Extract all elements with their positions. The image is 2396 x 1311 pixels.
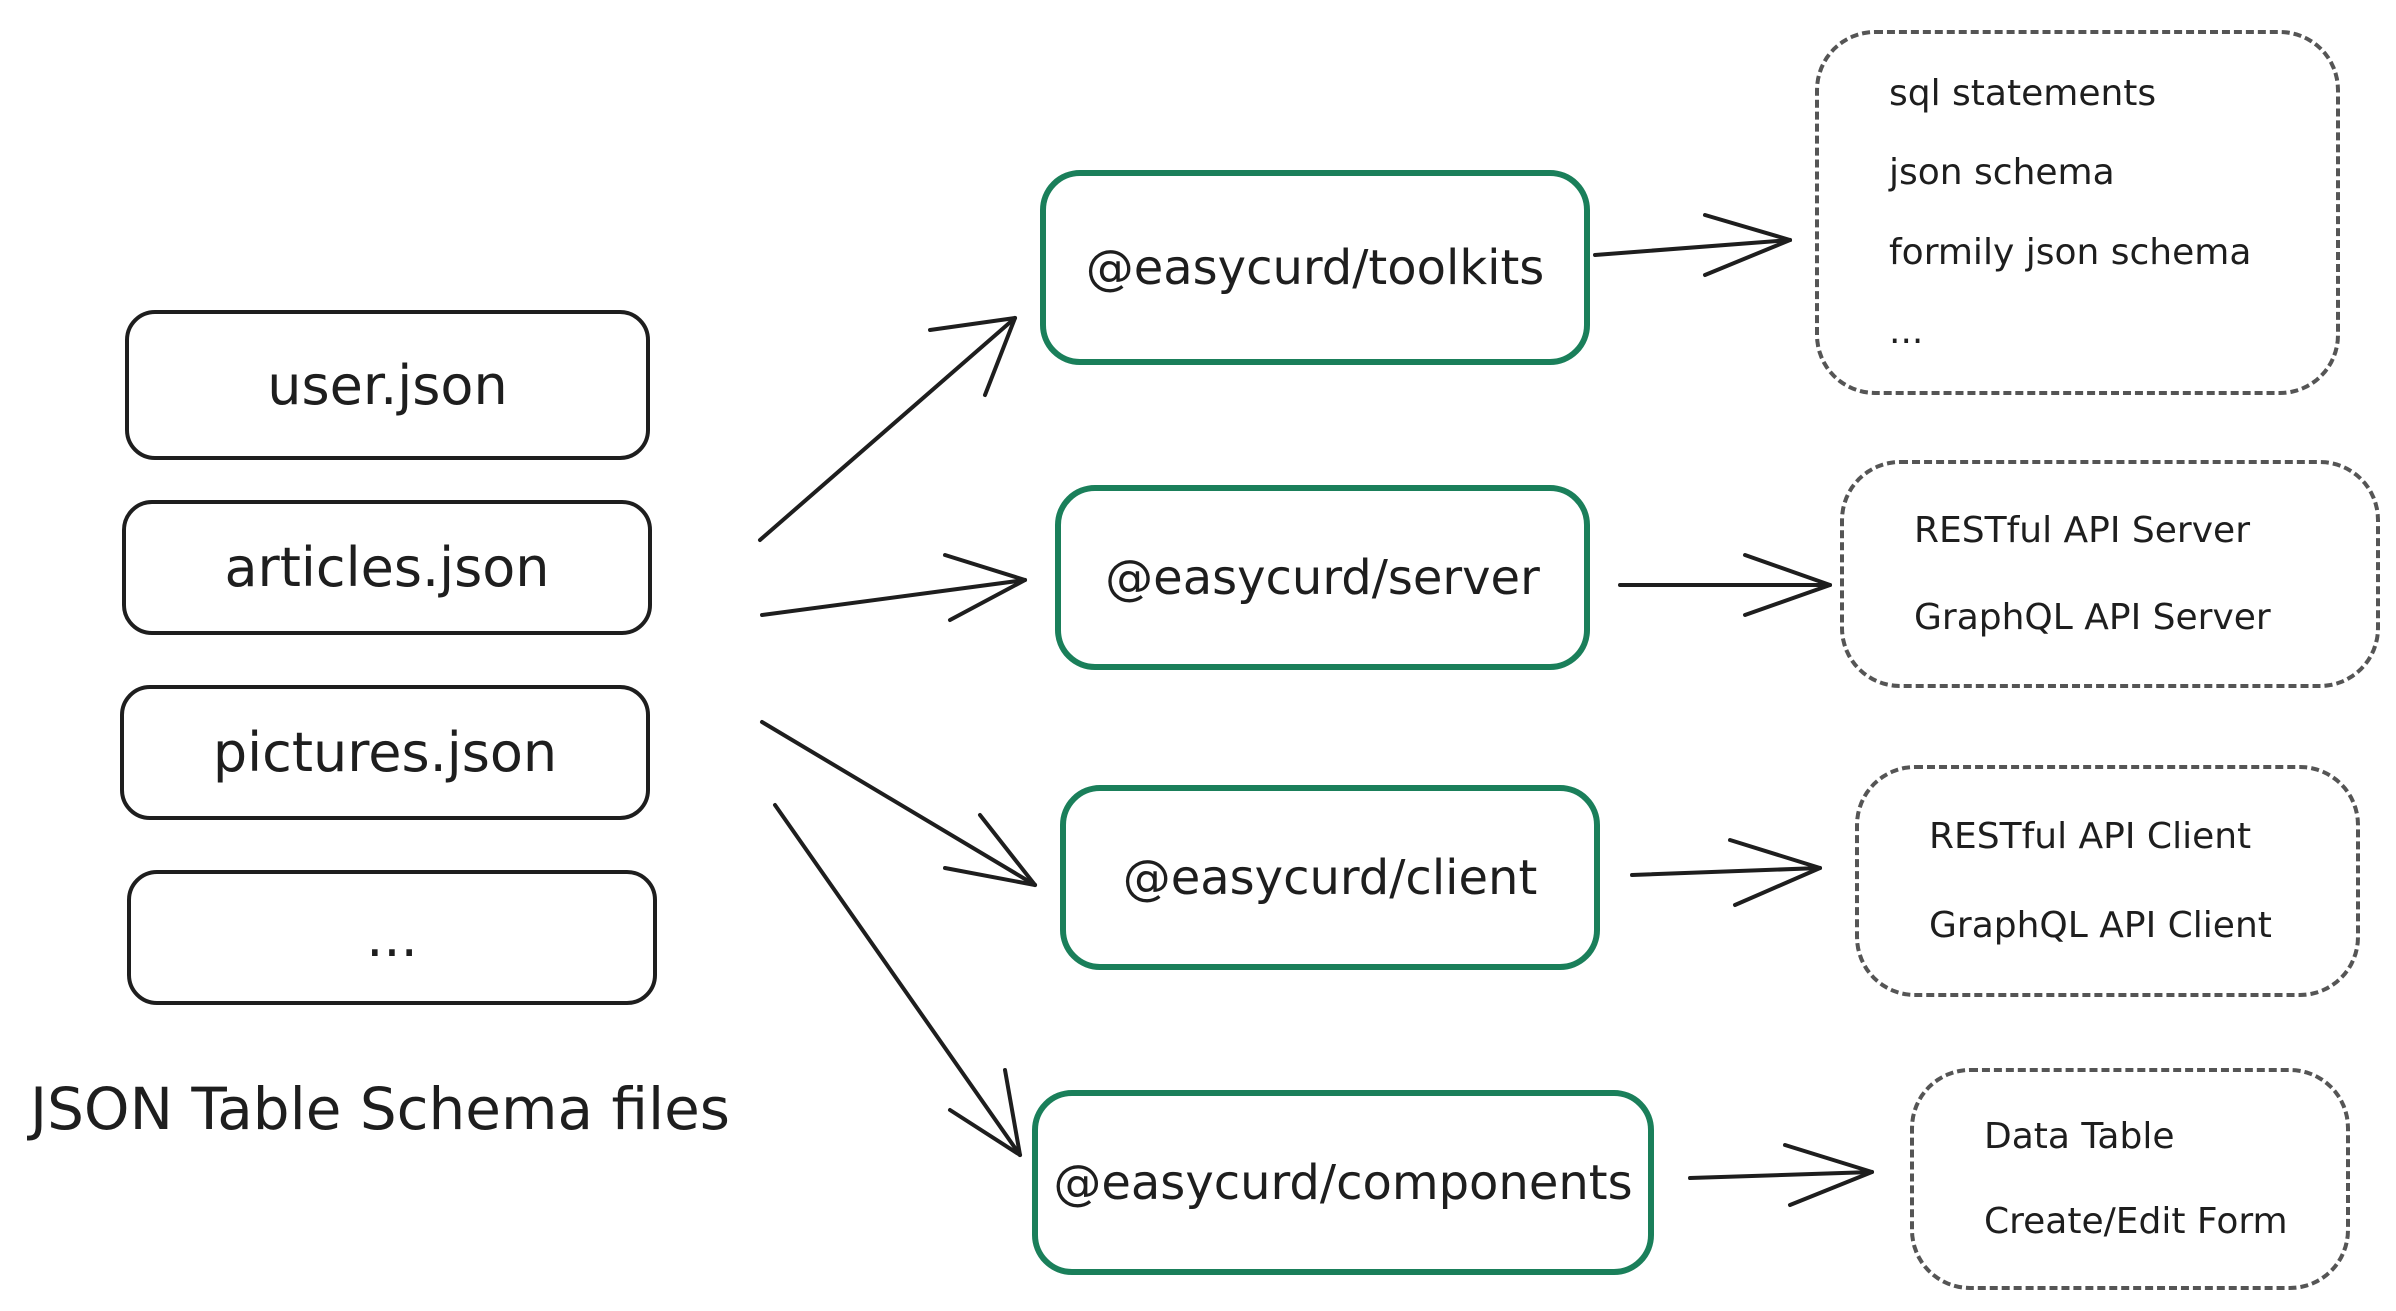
package-label: @easycurd/client [1122,849,1538,906]
file-box-pictures: pictures.json [120,685,650,820]
output-item: RESTful API Server [1914,510,2250,551]
arrow-client-to-outputs [1630,838,1822,907]
package-components: @easycurd/components [1032,1090,1654,1275]
outputs-components: Data Table Create/Edit Form [1910,1068,2350,1290]
package-label: @easycurd/server [1105,549,1540,606]
file-label: pictures.json [212,721,558,784]
output-item: sql statements [1889,72,2157,114]
output-item: formily json schema [1889,231,2252,273]
output-item: Data Table [1984,1116,2175,1157]
arrow-files-to-client [760,720,1037,887]
package-label: @easycurd/toolkits [1085,239,1545,296]
arrow-files-to-toolkits [758,316,1017,542]
arrow-components-to-outputs [1688,1143,1874,1207]
output-item: RESTful API Client [1929,816,2252,858]
files-caption: JSON Table Schema files [30,1075,730,1143]
output-item: GraphQL API Server [1914,597,2271,638]
outputs-server: RESTful API Server GraphQL API Server [1840,460,2380,688]
output-item: GraphQL API Client [1929,904,2272,946]
package-server: @easycurd/server [1055,485,1590,670]
output-item: json schema [1889,152,2115,194]
package-toolkits: @easycurd/toolkits [1040,170,1590,365]
outputs-client: RESTful API Client GraphQL API Client [1855,765,2360,997]
package-client: @easycurd/client [1060,785,1600,970]
file-label: ... [366,906,418,969]
package-label: @easycurd/components [1053,1154,1633,1211]
arrow-files-to-server [760,553,1027,622]
file-label: user.json [267,353,508,417]
output-item: Create/Edit Form [1984,1201,2288,1242]
output-item: ... [1889,311,1924,353]
file-box-user: user.json [125,310,650,460]
file-label: articles.json [224,536,550,599]
outputs-toolkits: sql statements json schema formily json … [1815,30,2340,395]
arrow-toolkits-to-outputs [1593,213,1792,277]
file-box-more: ... [127,870,657,1005]
file-box-articles: articles.json [122,500,652,635]
arrow-server-to-outputs [1618,553,1832,617]
arrow-files-to-components [773,803,1022,1157]
